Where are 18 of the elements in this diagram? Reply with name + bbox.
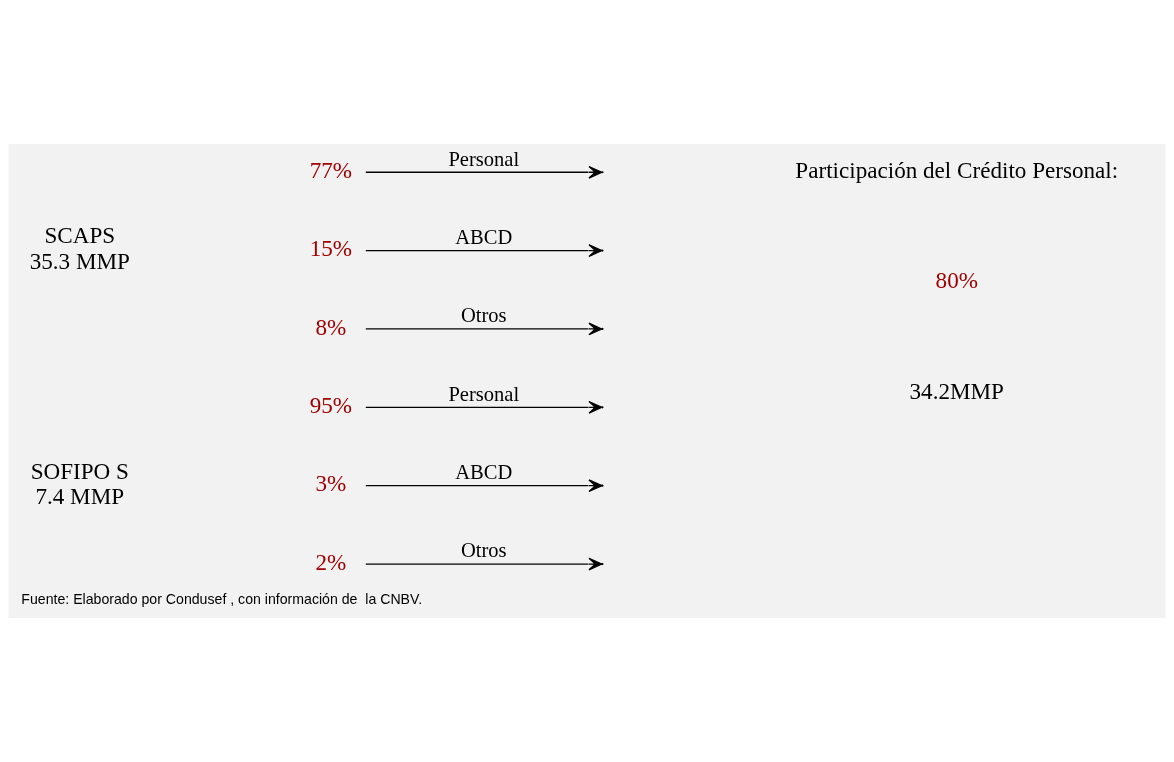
node-text: SOFIPO S 7.4 MMP <box>30 457 129 510</box>
node-text: SCAPS 35.3 MMP <box>29 222 130 275</box>
node-text: 3% <box>315 470 347 497</box>
node-text: 95% <box>309 391 353 418</box>
edge-label: ABCD <box>455 461 513 484</box>
edge-label: ABCD <box>455 225 513 248</box>
edge-label: Otros <box>460 539 507 562</box>
label: 34.2MMP <box>909 377 1004 404</box>
caption: Fuente: Elaborado por Condusef , con información de la CNBV. <box>21 590 423 607</box>
edge-label: Otros <box>460 304 507 327</box>
label: 80% <box>935 267 978 294</box>
label: Participación del Crédito Personal: <box>795 156 1119 183</box>
node-text: 8% <box>315 313 347 340</box>
edge-label: Personal <box>448 147 520 170</box>
edge-label: Personal <box>448 382 520 405</box>
node-text: 15% <box>309 235 353 262</box>
node-text: 77% <box>309 156 353 183</box>
node-text: 2% <box>315 548 347 575</box>
